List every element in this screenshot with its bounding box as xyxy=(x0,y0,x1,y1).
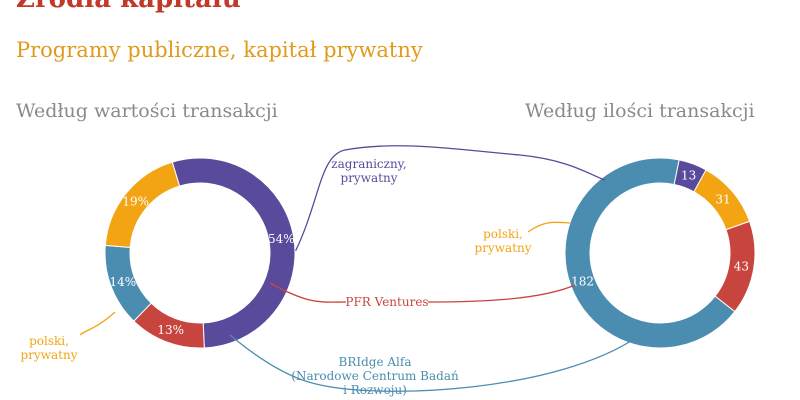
slice-label-value-polski_prywatny: 19% xyxy=(122,194,149,208)
connector-polski-prywatny-left xyxy=(79,311,116,336)
chart-title-value: Według wartości transakcji xyxy=(16,100,278,122)
chart-title-count: Według ilości transakcji xyxy=(525,100,755,122)
slice-label-count-zagraniczny_prywatny: 13 xyxy=(681,169,696,183)
legend-label-pfr-ventures: PFR Ventures xyxy=(345,295,428,309)
slice-label-count-pfr_ventures: 43 xyxy=(734,259,749,273)
slice-value-zagraniczny_prywatny xyxy=(171,157,296,349)
slice-label-count-bridge_alfa: 182 xyxy=(571,274,594,288)
legend-label-zagraniczny-prywatny: zagraniczny,prywatny xyxy=(331,157,406,185)
slice-count-polski_prywatny xyxy=(693,169,751,231)
page-subtitle: Programy publiczne, kapitał prywatny xyxy=(16,38,423,62)
slice-count-bridge_alfa xyxy=(564,157,736,349)
connector-bridge-alfa xyxy=(229,334,641,392)
connector-pfr-ventures xyxy=(269,282,576,303)
legend-label-polski-prywatny-left: polski,prywatny xyxy=(21,334,78,362)
slice-label-value-zagraniczny_prywatny: 54% xyxy=(268,232,295,246)
connector-zagraniczny-prywatny xyxy=(295,145,606,252)
slice-label-count-polski_prywatny: 31 xyxy=(715,193,730,207)
legend-label-polski-prywatny-right: polski,prywatny xyxy=(475,227,532,255)
slice-value-polski_prywatny xyxy=(104,161,181,248)
connector-polski-prywatny-right xyxy=(527,221,571,233)
slice-label-value-bridge_alfa: 14% xyxy=(109,275,136,289)
slice-label-value-pfr_ventures: 13% xyxy=(157,323,184,337)
page-title: Źródła kapitału xyxy=(16,0,241,14)
